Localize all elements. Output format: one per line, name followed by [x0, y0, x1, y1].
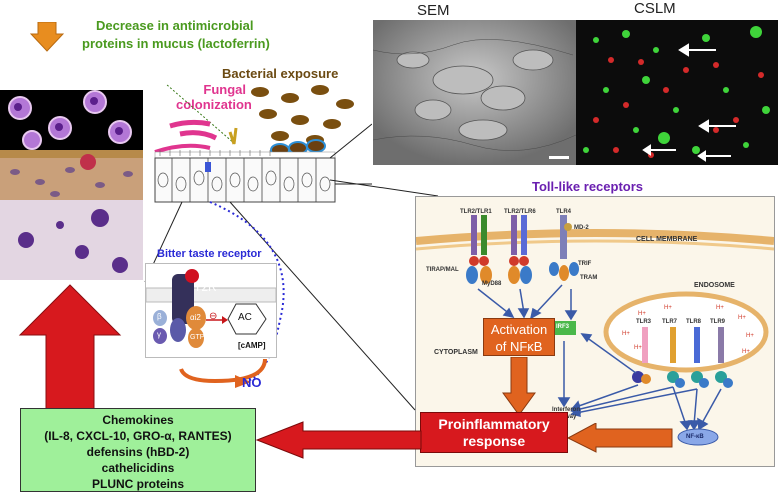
inhibit-icon: ⊖ [209, 311, 218, 322]
md2-label: MD-2 [574, 225, 589, 231]
response-line1: Proinflammatory [438, 416, 550, 432]
ac-label: AC [238, 312, 252, 323]
curved-arrow-icon [179, 358, 267, 388]
epithelium-diagram [154, 84, 372, 203]
fungal-label-line2: colonization [176, 97, 252, 112]
chemokines-box: Chemokines (IL-8, CXCL-10, GRO-α, RANTES… [20, 408, 256, 492]
svg-text:H+: H+ [622, 331, 630, 337]
tlr2-tlr1-label: TLR2/TLR1 [460, 209, 492, 215]
nfkb-small-label: NF-κB [686, 434, 704, 440]
svg-text:H+: H+ [738, 315, 746, 321]
tlr9-label: TLR9 [710, 319, 725, 325]
decrease-antimicrobial-label: Decrease in antimicrobial [96, 18, 254, 33]
tlr2-tlr6-label: TLR2/TLR6 [504, 209, 536, 215]
fungal-label-line1: Fungal [203, 82, 246, 97]
activation-line1: Activation [490, 322, 548, 337]
fungal-colonization-label: Fungal colonization [176, 82, 252, 112]
tlr-pointer-line [330, 179, 439, 197]
chemokines-line3: defensins (hBD-2) [86, 445, 190, 459]
svg-text:H+: H+ [716, 305, 724, 311]
sem-image [373, 20, 576, 165]
tirap-label: TIRAP/MAL [426, 267, 459, 273]
orange-down-arrow-icon [502, 357, 536, 416]
t2r-label: T2R [194, 280, 217, 294]
bitter-taste-title: Bitter taste receptor [157, 248, 262, 260]
tlr7-label: TLR7 [662, 319, 677, 325]
endosome-label: ENDOSOME [694, 282, 735, 289]
svg-text:H+: H+ [742, 349, 750, 355]
tlr4-label: TLR4 [556, 209, 571, 215]
irf3-label: IRF3 [556, 324, 570, 330]
activation-line2: of NFκB [495, 339, 543, 354]
no-label: NO [242, 375, 262, 390]
myd88-label: MyD88 [482, 281, 502, 287]
chemokines-line2: (IL-8, CXCL-10, GRO-α, RANTES) [44, 429, 232, 443]
gtp-label: GTP [190, 334, 205, 341]
chemokines-line5: PLUNC proteins [91, 477, 184, 491]
cslm-image [576, 20, 778, 165]
svg-text:H+: H+ [638, 311, 646, 317]
histology-image [0, 90, 143, 280]
chemokines-line1: Chemokines [102, 413, 174, 427]
cslm-title: CSLM [634, 0, 676, 17]
proinflammatory-response-box: Proinflammatory response [420, 412, 568, 453]
tlr8-label: TLR8 [686, 319, 701, 325]
camp-label: [cAMP] [238, 341, 266, 350]
alpha-label: αi2 [190, 313, 201, 322]
down-arrow-icon [30, 22, 64, 52]
cell-membrane-label: CELL MEMBRANE [636, 236, 698, 243]
bacterial-exposure-label: Bacterial exposure [222, 66, 339, 81]
tram-label: TRAM [580, 275, 598, 281]
up-arrow-icon [18, 284, 122, 422]
lactoferrin-label: proteins in mucus (lactoferrin) [82, 36, 270, 51]
sem-title: SEM [417, 2, 450, 19]
tlr3-label: TLR3 [636, 319, 651, 325]
svg-text:H+: H+ [746, 333, 754, 339]
red-left-arrow-icon [255, 421, 422, 459]
bitter-taste-panel: T2R αi2 GTP β γ ⊖ AC [cAMP] [145, 263, 277, 358]
response-line2: response [462, 433, 526, 449]
chemokines-line4: cathelicidins [101, 461, 175, 475]
beta-label: β [157, 312, 162, 321]
trif-label: TRIF [578, 261, 592, 267]
orange-left-arrow-icon [566, 423, 673, 453]
interferon-line1: Interferon [552, 407, 581, 413]
gamma-label: γ [157, 330, 161, 339]
cytoplasm-label: CYTOPLASM [434, 349, 478, 356]
tlr-title: Toll-like receptors [532, 179, 644, 194]
svg-text:H+: H+ [664, 305, 672, 311]
activation-nfkb-box: Activation of NFκB [483, 318, 555, 356]
svg-text:H+: H+ [634, 345, 642, 351]
